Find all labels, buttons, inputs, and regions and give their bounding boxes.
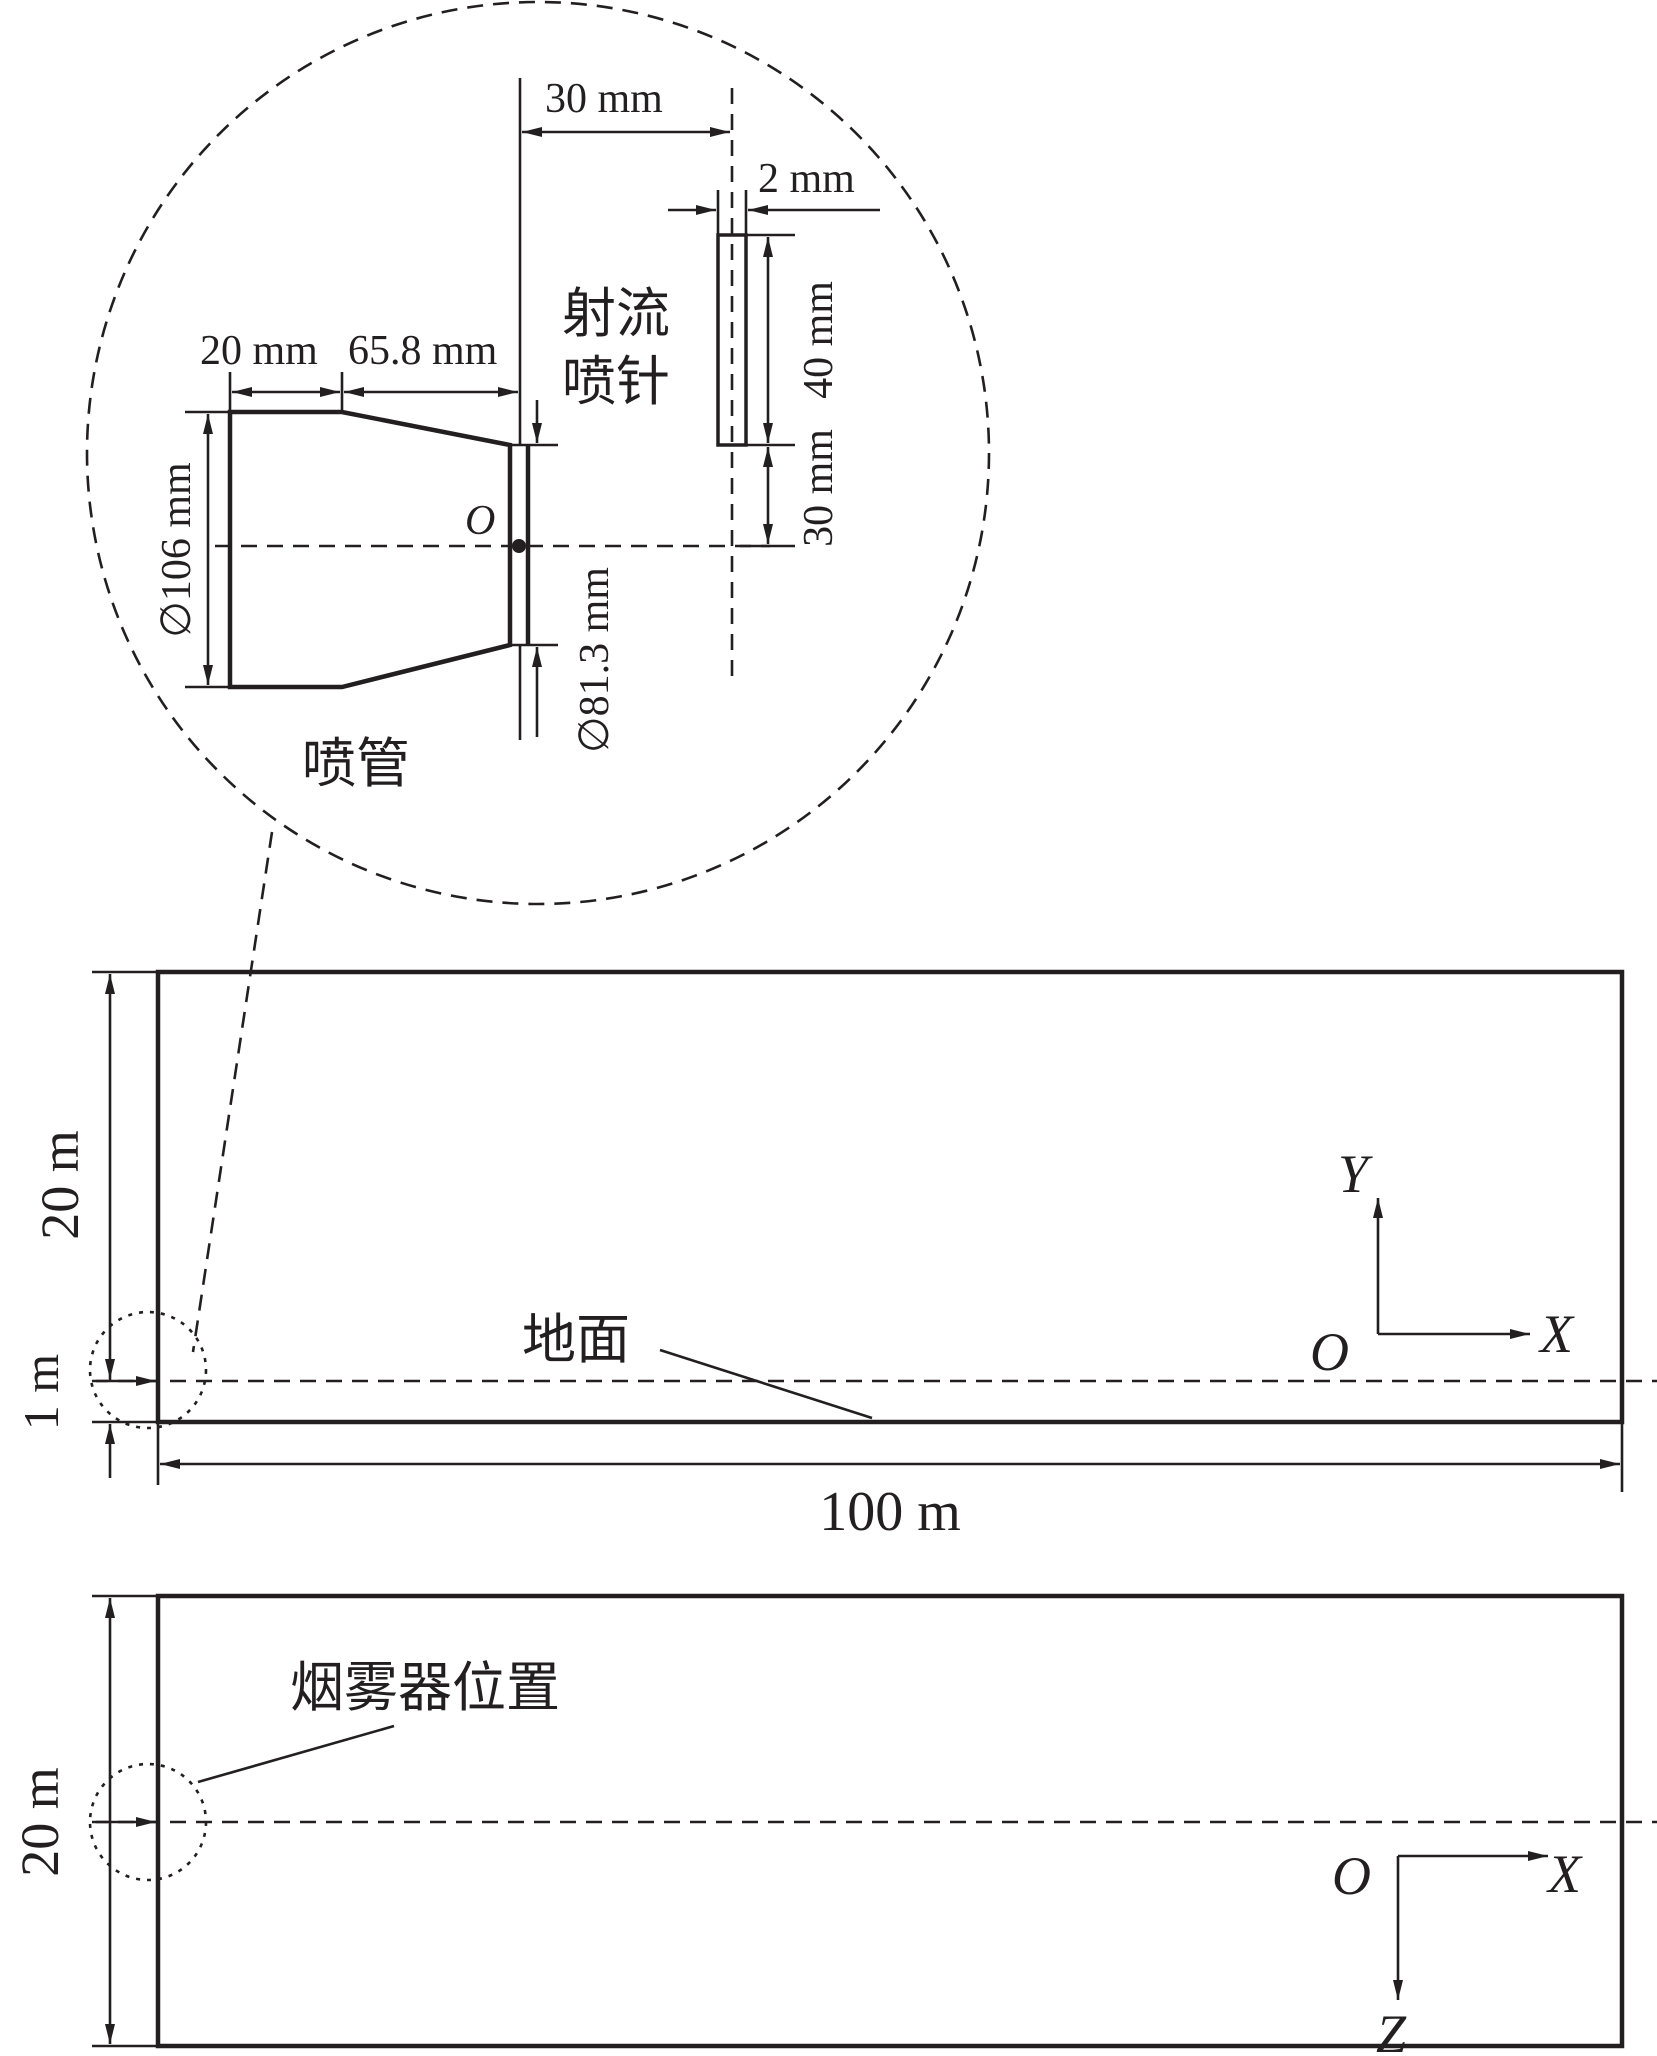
side-origin-label: O bbox=[1310, 1322, 1349, 1382]
smoke-location-label: 烟雾器位置 bbox=[290, 1656, 560, 1719]
dim-d81-3-label: ∅81.3 mm bbox=[572, 567, 618, 753]
dim-d106-label: ∅106 mm bbox=[154, 462, 200, 638]
dim-30mm-top-label: 30 mm bbox=[545, 76, 663, 122]
jet-needle-label-2: 喷针 bbox=[562, 350, 670, 413]
dim-20mm-label: 20 mm bbox=[200, 328, 318, 374]
dim-20m-label: 20 m bbox=[30, 1130, 90, 1240]
magnify-leader bbox=[191, 831, 274, 1353]
y-axis-label: Y bbox=[1338, 1144, 1373, 1204]
dim-1m-label: 1 m bbox=[13, 1354, 69, 1431]
origin-label: O bbox=[465, 498, 495, 544]
ground-label: 地面 bbox=[522, 1308, 630, 1371]
jet-needle-label-1: 射流 bbox=[562, 282, 670, 345]
origin-point bbox=[512, 539, 526, 553]
top-origin-label: O bbox=[1332, 1846, 1371, 1906]
side-view: 20 m 1 m 100 m 地面 Y X O bbox=[13, 969, 1657, 1543]
dim-20m-top-label: 20 m bbox=[10, 1767, 70, 1877]
x-axis-label: X bbox=[1538, 1304, 1575, 1364]
nozzle-outline bbox=[227, 409, 513, 690]
side-source-circle bbox=[88, 1310, 208, 1430]
ground-leader bbox=[659, 1348, 873, 1420]
top-view: 20 m 烟雾器位置 X Z O bbox=[10, 1593, 1657, 2056]
dim-30mm-side-label: 30 mm bbox=[796, 429, 842, 547]
dim-40mm-label: 40 mm bbox=[796, 281, 842, 399]
smoke-leader bbox=[197, 1724, 395, 1784]
dim-65-8mm-label: 65.8 mm bbox=[348, 328, 498, 374]
top-x-axis-label: X bbox=[1546, 1844, 1583, 1904]
side-domain-box bbox=[155, 969, 1625, 1425]
dim-2mm-label: 2 mm bbox=[758, 156, 855, 202]
z-axis-label: Z bbox=[1376, 2004, 1407, 2056]
top-source-circle bbox=[88, 1762, 208, 1882]
magnify-circle bbox=[85, 0, 991, 906]
dim-100m-label: 100 m bbox=[819, 1481, 961, 1543]
detail-view: 30 mm 2 mm 射流 喷针 20 mm 65.8 mm 40 mm 30 … bbox=[85, 0, 991, 1353]
nozzle-label: 喷管 bbox=[302, 732, 410, 795]
